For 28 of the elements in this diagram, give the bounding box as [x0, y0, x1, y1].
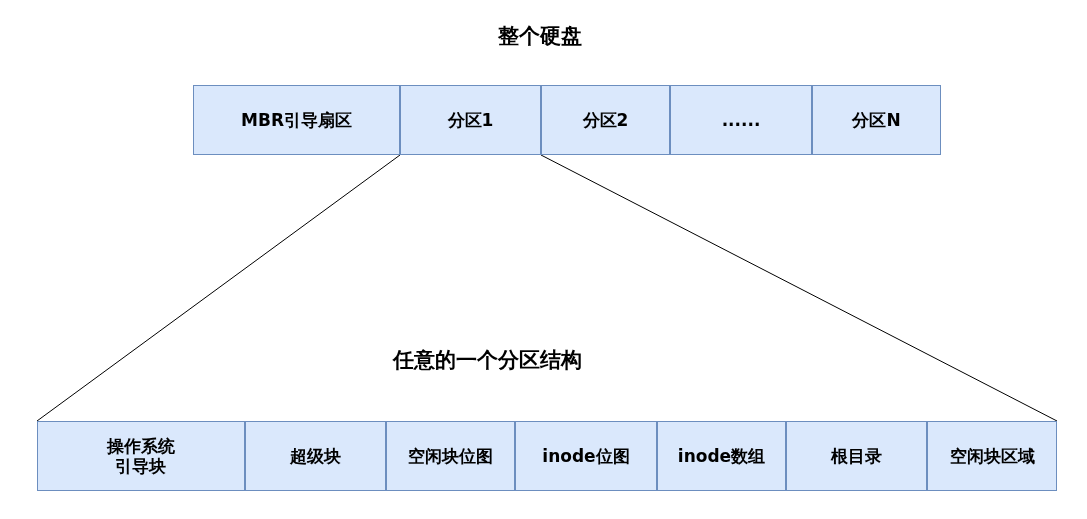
partition-block [400, 85, 541, 155]
connector-line [36, 154, 401, 422]
block-label: MBR引导扇区 [241, 108, 352, 132]
partition-block [37, 421, 245, 491]
block-label: 空闲块区域 [949, 444, 1035, 468]
partition-block [386, 421, 515, 491]
block-label: 分区N [852, 108, 901, 132]
partition-block [515, 421, 657, 491]
block-label: inode数组 [677, 444, 766, 468]
block-label: inode位图 [542, 444, 630, 468]
partition-block [812, 85, 941, 155]
diagram-title: 整个硬盘 [498, 23, 582, 50]
partition-block [541, 85, 670, 155]
block-label: 超级块 [290, 444, 341, 468]
block-label: 分区1 [447, 108, 494, 132]
partition-block [245, 421, 386, 491]
partition-block [657, 421, 786, 491]
partition-block [193, 85, 400, 155]
block-label: 根目录 [831, 444, 882, 468]
block-label: 分区2 [582, 108, 629, 132]
block-label: 操作系统引导块 [105, 435, 176, 477]
connector-line [540, 154, 1058, 422]
partition-block [786, 421, 927, 491]
partition-block [670, 85, 812, 155]
partition-block [927, 421, 1057, 491]
section-heading: 任意的一个分区结构 [392, 347, 582, 374]
block-label: ...... [721, 110, 761, 130]
block-label: 空闲块位图 [408, 444, 493, 468]
